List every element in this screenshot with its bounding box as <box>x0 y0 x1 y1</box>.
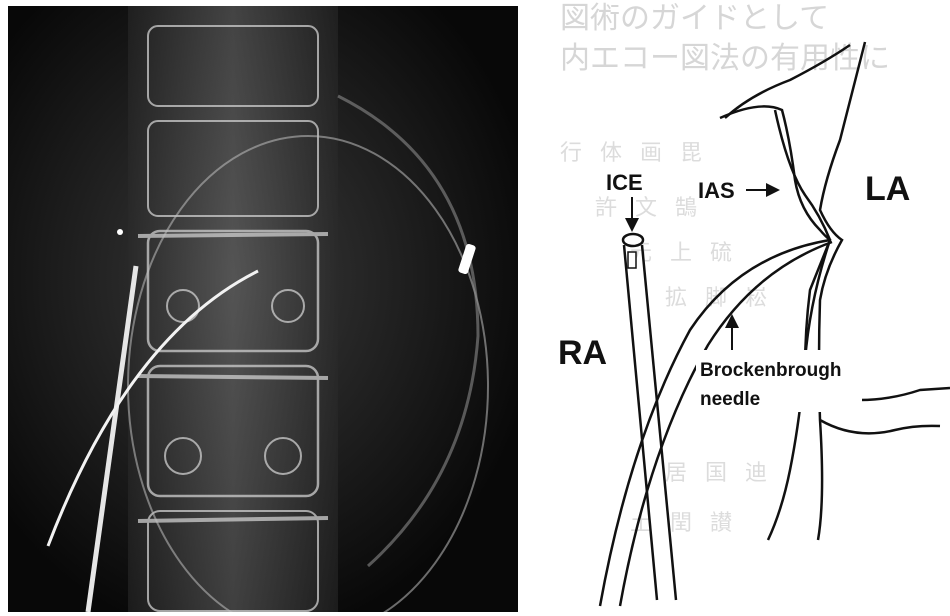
ghost-text-char: 居 <box>665 461 687 486</box>
ghost-text-char: 閏 <box>670 511 692 536</box>
bright-spot <box>117 229 123 235</box>
ghost-text-char: 許 <box>595 196 617 221</box>
ghost-text-char: 鵠 <box>675 196 697 221</box>
interatrial-septum-outline <box>725 45 950 400</box>
ghost-text-char: 硫 <box>710 241 732 266</box>
ghost-text-char: 上 <box>670 241 692 266</box>
arrow-ias <box>746 183 780 197</box>
ghost-text-line2: 内エコー図法の有用性に <box>560 41 890 76</box>
ghost-text-line1: 図術のガイドとして <box>560 1 829 36</box>
ghost-text-char: 文 <box>635 196 657 221</box>
ghost-text-char: 崧 <box>745 286 767 311</box>
label-needle-line2: needle <box>700 389 760 410</box>
label-ias: IAS <box>698 178 735 203</box>
ghost-text-char: 迪 <box>745 461 767 486</box>
ghost-text-char: 拡 <box>665 286 687 311</box>
ghost-text-char: 画 <box>640 141 662 166</box>
ghost-text-char: 毘 <box>680 141 702 166</box>
label-la: LA <box>865 170 910 208</box>
left-atrial-wall <box>818 42 940 540</box>
ghost-text-char: 行 <box>560 141 582 166</box>
fluoroscopy-image <box>8 6 518 612</box>
ghost-text-char: 体 <box>600 141 622 166</box>
label-ice: ICE <box>606 170 643 195</box>
ghost-text-char: 国 <box>705 461 727 486</box>
label-needle-line1: Brockenbrough <box>700 360 841 381</box>
label-ra: RA <box>558 334 607 372</box>
ghost-text-char: 讃 <box>710 511 732 536</box>
